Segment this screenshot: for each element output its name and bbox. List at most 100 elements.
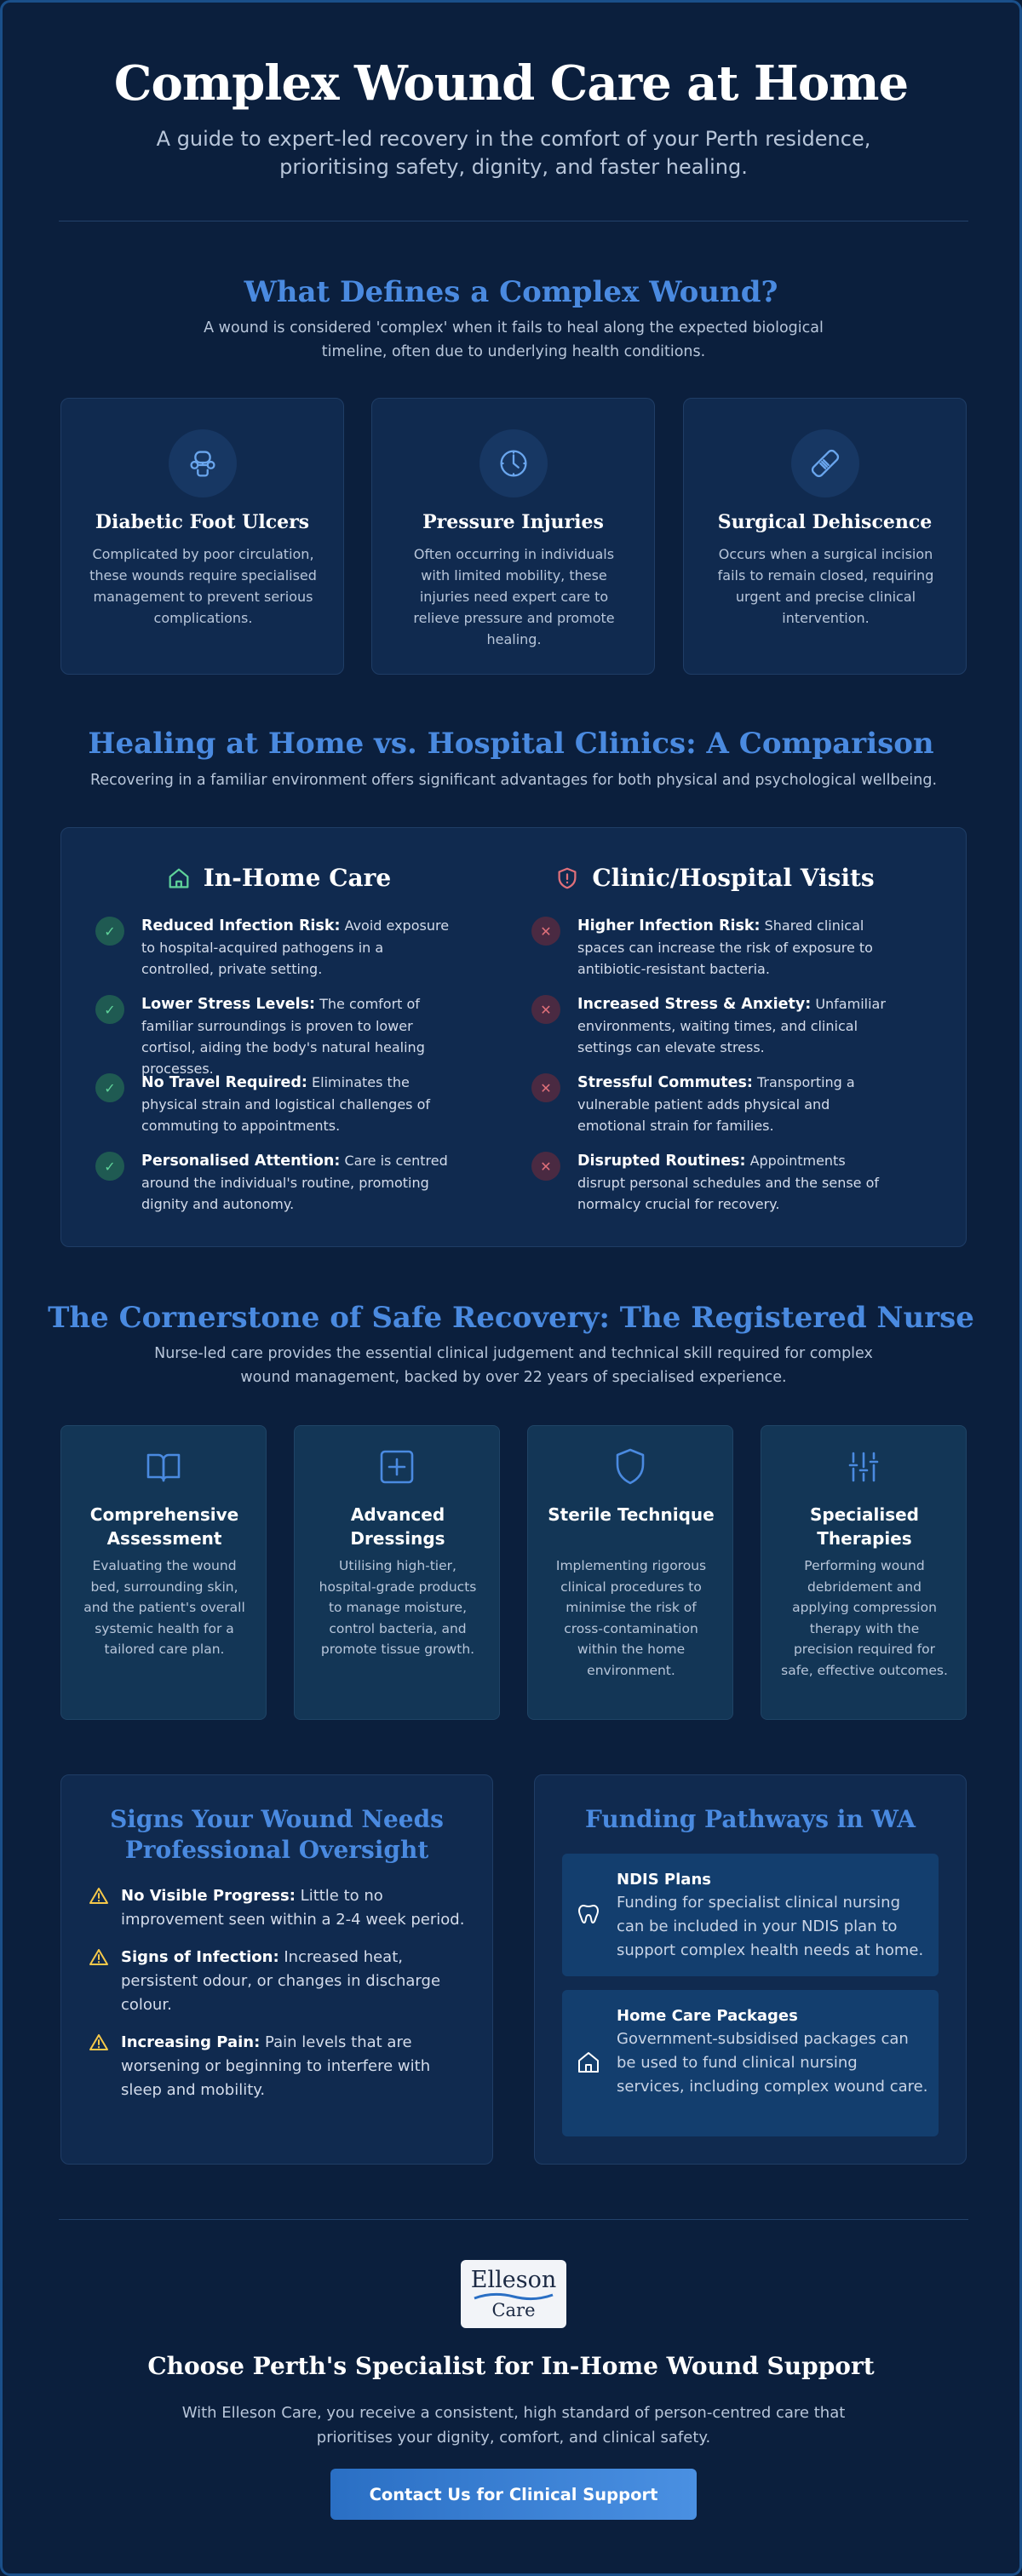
- in-home-heading: In-Home Care: [95, 864, 462, 892]
- clinic-drawback-item: ✕ Disrupted Routines: Appointments disru…: [531, 1150, 889, 1215]
- bandage-icon: [791, 429, 859, 497]
- contact-button[interactable]: Contact Us for Clinical Support: [330, 2469, 697, 2520]
- item-label: Reduced Infection Risk:: [141, 917, 341, 934]
- wound-card-text: Often occurring in individuals with limi…: [413, 546, 615, 647]
- funding-item-text: Funding for specialist clinical nursing …: [617, 1894, 924, 1959]
- item-text: Transporting a vulnerable patient adds p…: [577, 1074, 855, 1134]
- clock-icon: [479, 429, 548, 497]
- logo-text-line2: Care: [491, 2300, 536, 2320]
- wound-card-pressure: Pressure Injuries Often occurring in ind…: [371, 398, 655, 675]
- home-icon: [169, 868, 189, 888]
- cross-icon: ✕: [531, 995, 560, 1024]
- sign-text: Pain levels that are worsening or beginn…: [121, 2033, 431, 2099]
- book-icon: [146, 1453, 181, 1482]
- item-text: Unfamiliar environments, waiting times, …: [577, 996, 886, 1055]
- home-benefit-item: ✓ No Travel Required: Eliminates the phy…: [95, 1072, 453, 1136]
- item-text: Shared clinical spaces can increase the …: [577, 917, 873, 977]
- divider: [59, 2219, 968, 2220]
- shield-icon: [616, 1448, 645, 1485]
- funding-item-title: Home Care Packages: [617, 2007, 798, 2025]
- home-benefit-item: ✓ Reduced Infection Risk: Avoid exposure…: [95, 915, 453, 980]
- check-icon: ✓: [95, 995, 124, 1024]
- logo-wave-icon: [474, 2292, 554, 2301]
- cta-subtitle: With Elleson Care, you receive a consist…: [181, 2404, 846, 2447]
- item-text: The comfort of familiar surroundings is …: [141, 996, 425, 1077]
- cross-icon: ✕: [531, 917, 560, 946]
- item-label: Stressful Commutes:: [577, 1074, 753, 1091]
- signs-title: Signs Your Wound Needs Professional Over…: [110, 1805, 444, 1864]
- nurse-title: The Cornerstone of Safe Recovery: The Re…: [48, 1301, 974, 1335]
- logo-text-line1: Elleson: [470, 2267, 557, 2293]
- wound-card-surgical: Surgical Dehiscence Occurs when a surgic…: [683, 398, 967, 675]
- foot-icon: [169, 429, 237, 497]
- plus-square-icon: [380, 1450, 414, 1484]
- sliders-icon: [848, 1452, 879, 1482]
- item-text: Appointments disrupt personal schedules …: [577, 1153, 880, 1212]
- item-text: Eliminates the physical strain and logis…: [141, 1074, 431, 1134]
- comparison-title: Healing at Home vs. Hospital Clinics: A …: [88, 727, 934, 761]
- funding-panel: Funding Pathways in WA NDIS Plans Fundin…: [534, 1774, 967, 2165]
- nurse-card-therapies: Specialised Therapies Performing wound d…: [761, 1425, 967, 1720]
- page-title: Complex Wound Care at Home: [113, 55, 909, 112]
- sign-label: Increasing Pain:: [121, 2033, 261, 2051]
- clinic-drawback-item: ✕ Higher Infection Risk: Shared clinical…: [531, 915, 889, 980]
- sign-label: Signs of Infection:: [121, 1948, 279, 1966]
- warning-icon: [89, 2034, 108, 2050]
- nurse-card-sterile: Sterile Technique Implementing rigorous …: [527, 1425, 733, 1720]
- wound-card-title: Surgical Dehiscence: [717, 511, 933, 533]
- warning-sign-item: No Visible Progress: Little to no improv…: [89, 1884, 472, 1932]
- item-label: Lower Stress Levels:: [141, 996, 316, 1013]
- warning-sign-item: Increasing Pain: Pain levels that are wo…: [89, 2031, 472, 2102]
- funding-item-text: Government-subsidised packages can be us…: [617, 2030, 928, 2096]
- cross-icon: ✕: [531, 1073, 560, 1102]
- clinic-drawback-item: ✕ Stressful Commutes: Transporting a vul…: [531, 1072, 889, 1136]
- check-icon: ✓: [95, 1073, 124, 1102]
- nurse-card-text: Evaluating the wound bed, surrounding sk…: [83, 1558, 245, 1657]
- wound-card-title: Diabetic Foot Ulcers: [95, 511, 310, 533]
- warning-sign-item: Signs of Infection: Increased heat, pers…: [89, 1946, 472, 2017]
- home-icon: [578, 2052, 599, 2073]
- comparison-subtitle: Recovering in a familiar environment off…: [89, 772, 938, 789]
- wound-card-text: Occurs when a surgical incision fails to…: [717, 546, 934, 626]
- wound-card-title: Pressure Injuries: [422, 511, 604, 533]
- warning-icon: [89, 1949, 108, 1965]
- item-label: Increased Stress & Anxiety:: [577, 996, 812, 1013]
- cta-title: Choose Perth's Specialist for In-Home Wo…: [147, 2352, 875, 2380]
- funding-item-title: NDIS Plans: [617, 1871, 711, 1889]
- funding-item-home-care: Home Care Packages Government-subsidised…: [562, 1990, 939, 2136]
- nurse-card-assessment: Comprehensive Assessment Evaluating the …: [60, 1425, 267, 1720]
- nurse-card-text: Utilising high-tier, hospital-grade prod…: [319, 1558, 477, 1657]
- in-home-heading-label: In-Home Care: [203, 864, 392, 892]
- check-icon: ✓: [95, 917, 124, 946]
- wound-card-diabetic: Diabetic Foot Ulcers Complicated by poor…: [60, 398, 344, 675]
- home-benefit-item: ✓ Personalised Attention: Care is centre…: [95, 1150, 453, 1215]
- funding-item-ndis: NDIS Plans Funding for specialist clinic…: [562, 1854, 939, 1976]
- nurse-subtitle: Nurse-led care provides the essential cl…: [154, 1345, 873, 1386]
- tooth-icon: [578, 1905, 599, 1923]
- sign-text: Little to no improvement seen within a 2…: [121, 1887, 465, 1929]
- comparison-panel: In-Home Care Clinic/Hospital Visits ✓ Re…: [60, 827, 967, 1247]
- page-subtitle: A guide to expert-led recovery in the co…: [156, 127, 871, 179]
- elleson-care-logo: Elleson Care: [461, 2260, 566, 2328]
- nurse-card-title: Sterile Technique: [548, 1504, 715, 1525]
- home-benefit-item: ✓ Lower Stress Levels: The comfort of fa…: [95, 993, 453, 1079]
- item-text: Care is centred around the individual's …: [141, 1153, 448, 1212]
- clinic-drawback-item: ✕ Increased Stress & Anxiety: Unfamiliar…: [531, 993, 889, 1058]
- item-label: No Travel Required:: [141, 1074, 307, 1091]
- warning-icon: [89, 1888, 108, 1904]
- check-icon: ✓: [95, 1152, 124, 1181]
- alert-shield-icon: [558, 867, 577, 888]
- definition-title: What Defines a Complex Wound?: [244, 275, 778, 309]
- definition-subtitle: A wound is considered 'complex' when it …: [204, 319, 824, 360]
- funding-title: Funding Pathways in WA: [585, 1805, 916, 1833]
- item-text: Avoid exposure to hospital-acquired path…: [141, 917, 450, 977]
- nurse-card-title: Specialised Therapies: [810, 1504, 919, 1549]
- item-label: Disrupted Routines:: [577, 1153, 746, 1170]
- nurse-card-text: Performing wound debridement and applyin…: [781, 1558, 948, 1678]
- nurse-card-title: Comprehensive Assessment: [89, 1504, 239, 1549]
- clinic-heading-label: Clinic/Hospital Visits: [592, 864, 875, 892]
- item-label: Personalised Attention:: [141, 1153, 341, 1170]
- nurse-card-dressings: Advanced Dressings Utilising high-tier, …: [294, 1425, 500, 1720]
- clinic-heading: Clinic/Hospital Visits: [531, 864, 898, 892]
